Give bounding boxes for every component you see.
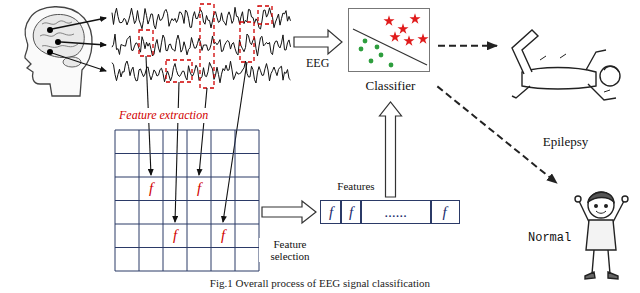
feature-windows [139, 4, 272, 88]
feature-matrix: ffff [115, 130, 259, 271]
block-arrow [380, 102, 402, 197]
classifier-box: Classifier [346, 8, 435, 98]
grid-line [115, 271, 259, 272]
eeg-trace [112, 61, 291, 83]
class-dot [363, 39, 368, 44]
class-star [409, 13, 420, 24]
class-dot [369, 59, 374, 64]
outcome-figure: Epilepsy [500, 0, 631, 152]
signal-label: EEG [304, 56, 331, 71]
class-star [389, 31, 400, 42]
class-star [403, 35, 414, 46]
grid-line [115, 200, 259, 201]
feature-entry: f [431, 201, 458, 223]
cell-divider [360, 201, 362, 223]
grid-line [115, 224, 259, 225]
cell-divider [430, 201, 432, 223]
feature-cell: f [211, 224, 235, 248]
outcome-label: Normal [528, 231, 571, 245]
feature-entry: ...... [361, 201, 431, 223]
edge-label: Features [335, 180, 376, 192]
cell-divider [340, 201, 342, 223]
feature-entry: f [341, 201, 361, 223]
grid-line [115, 247, 259, 248]
feature-cell: f [163, 224, 187, 248]
grid-line [115, 130, 259, 131]
grid-line [115, 177, 259, 178]
decision-line [353, 29, 427, 65]
eeg-block-arrow [294, 30, 342, 54]
feature-vector: ff......f [320, 200, 460, 224]
feature-cell: f [187, 177, 211, 201]
class-dot [375, 45, 380, 50]
class-star [397, 23, 408, 34]
matrix-grid [115, 130, 259, 271]
block-arrow [262, 201, 316, 223]
step-label: Feature extraction [117, 108, 210, 123]
eeg-traces [112, 7, 291, 83]
eeg-trace [112, 7, 291, 29]
dashed-arrow [437, 86, 557, 183]
grid-line [115, 153, 259, 154]
class-star [383, 15, 394, 26]
outcome-label: Epilepsy [500, 134, 631, 150]
feature-cell: f [139, 177, 163, 201]
class-dot [389, 63, 394, 68]
extraction-arrows [146, 56, 247, 222]
classifier-label: Classifier [346, 78, 435, 94]
class-dot [379, 53, 384, 58]
feature-entry: f [321, 201, 341, 223]
seizure-figure [512, 30, 620, 100]
head-illustration [25, 7, 106, 96]
class-star [417, 33, 428, 44]
figure-caption: Fig.1 Overall process of EEG signal clas… [0, 277, 640, 289]
scatter-panel [348, 8, 430, 72]
dashed-arrow [438, 45, 497, 47]
class-dot [359, 47, 364, 52]
scatter-plot [349, 9, 429, 71]
healthy-figure [575, 192, 628, 279]
outcome-figure: Normal [520, 185, 632, 283]
edge-label: Feature selection [259, 238, 321, 262]
